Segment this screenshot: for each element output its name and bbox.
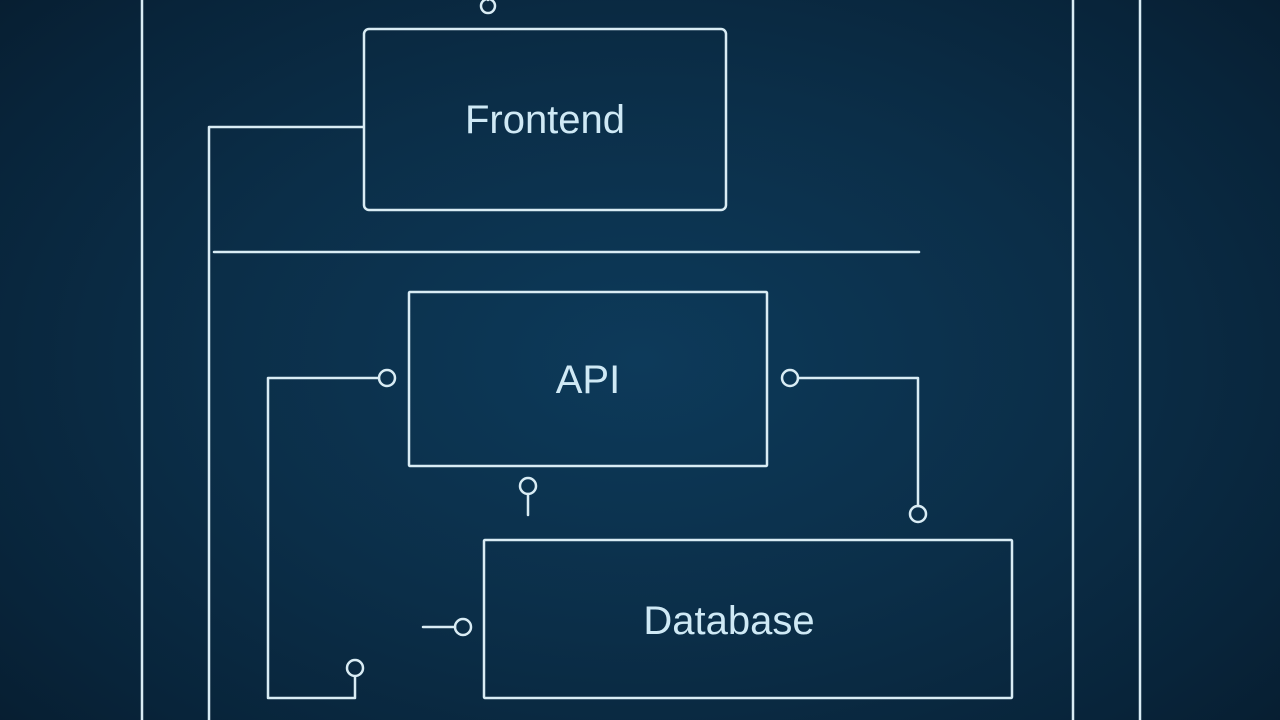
api-node: API bbox=[407, 290, 769, 468]
database-box bbox=[482, 538, 1014, 700]
frontend-left-connector bbox=[207, 125, 365, 720]
top-connector-port bbox=[479, 0, 497, 15]
frontend-node: Frontend bbox=[362, 27, 728, 212]
database-left-port bbox=[453, 617, 473, 637]
api-bottom-port bbox=[518, 476, 538, 496]
api-right-connector bbox=[796, 376, 920, 508]
database-label: Database bbox=[643, 599, 814, 643]
api-left-connector bbox=[266, 376, 381, 700]
database-node: Database bbox=[482, 538, 1014, 700]
bottom-left-port bbox=[345, 658, 365, 678]
database-top-right-port bbox=[908, 504, 928, 524]
api-label: API bbox=[556, 358, 620, 402]
frontend-label: Frontend bbox=[465, 98, 625, 142]
api-box bbox=[407, 290, 769, 468]
frontend-box bbox=[362, 27, 728, 212]
api-left-port bbox=[377, 368, 397, 388]
api-right-port bbox=[780, 368, 800, 388]
